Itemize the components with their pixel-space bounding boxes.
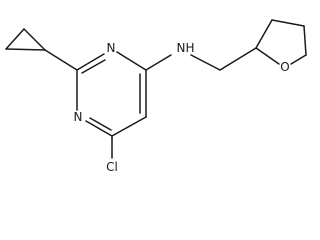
bond-c4-nh [145, 54, 172, 71]
cyclopropyl-ring [5, 28, 46, 51]
pyrimidine-ring [76, 51, 147, 137]
bond-thf-c2-c3 [255, 19, 273, 49]
bond-cyclopropyl-2 [5, 48, 46, 51]
bond-c6-n-lower [85, 120, 113, 137]
atom-n-lower: N [74, 110, 83, 124]
bond-c2-n-upper [76, 53, 105, 71]
bond-nh-ch2 [190, 54, 221, 71]
tetrahydrofuran-ring [255, 19, 307, 65]
bond-c6-n-lower-double [89, 117, 112, 131]
atom-n-upper: N [107, 41, 116, 55]
atom-chlorine: Cl [106, 160, 118, 174]
bond-c2-n-upper-double [81, 59, 106, 74]
atom-oxygen: O [280, 60, 289, 74]
bond-thf-c3-c4 [271, 19, 305, 27]
bond-cyclopropyl-to-c2 [44, 49, 78, 71]
bond-thf-o-c2 [255, 47, 280, 65]
atom-nh-hydrogen: H [185, 41, 194, 55]
atom-nh-nitrogen: N [177, 41, 186, 55]
chemical-structure: N N N H O Cl [5, 19, 307, 174]
bond-cyclopropyl-3 [23, 28, 46, 51]
bond-thf-c5-o [290, 54, 307, 65]
bond-ch2-thf [219, 47, 257, 71]
bond-cyclopropyl-1 [5, 28, 25, 50]
bond-thf-c4-c5 [303, 25, 307, 56]
bond-n-upper-c4 [116, 51, 147, 71]
bond-c5-c6 [111, 116, 147, 137]
